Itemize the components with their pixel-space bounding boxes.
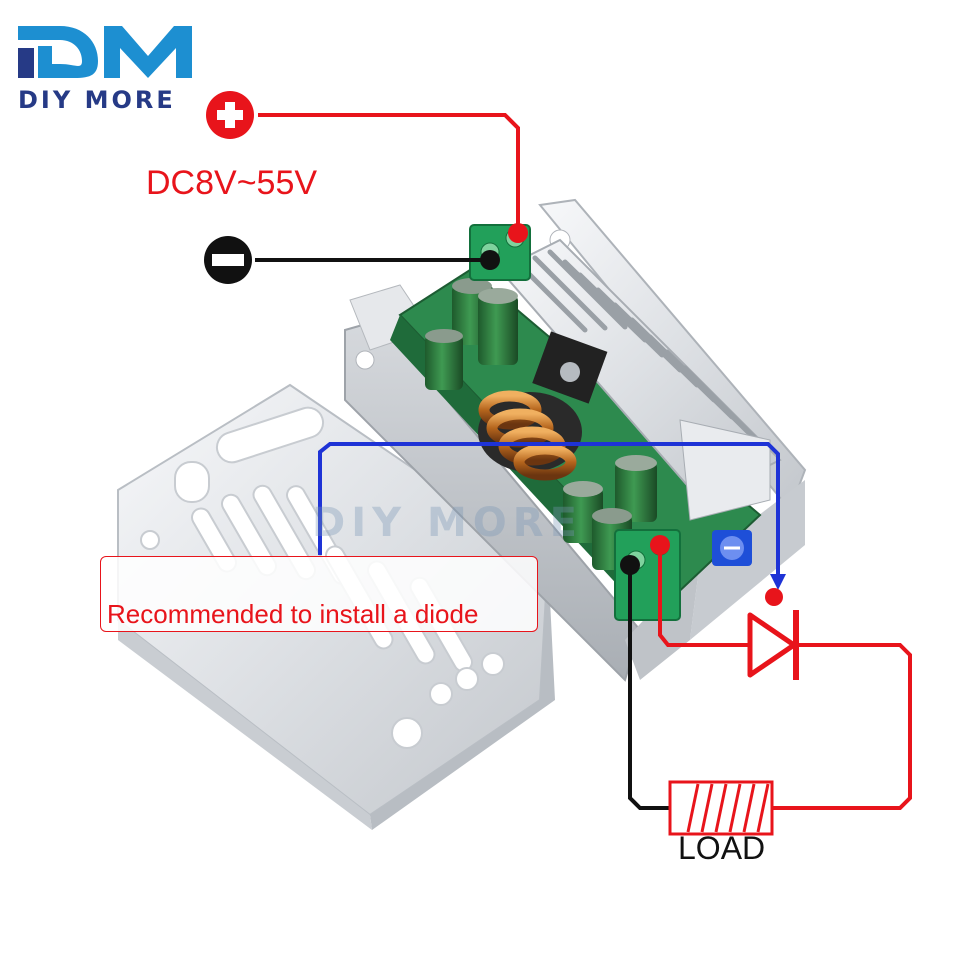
capacitor-input-3 <box>425 329 463 390</box>
output-negative-wire <box>628 565 670 810</box>
load-resistor <box>668 780 774 836</box>
output-positive-point <box>650 535 670 555</box>
positive-supply-wire <box>258 113 520 232</box>
diode-symbol <box>747 610 799 680</box>
output-terminal <box>614 529 681 621</box>
brand-name: DIY MORE <box>18 86 176 114</box>
negative-input-point <box>480 250 500 270</box>
power-transistor <box>532 331 608 404</box>
voltage-range-label: DC8V~55V <box>146 164 318 202</box>
plus-icon <box>206 91 254 139</box>
output-positive-wire <box>658 545 912 810</box>
capacitor-input-2 <box>478 288 518 365</box>
diode-recommendation-box: Recommended to install a diode <box>100 556 538 632</box>
capacitor-output-2 <box>615 455 657 522</box>
watermark-logo: DIY MORE <box>312 500 583 546</box>
diode-anode-point <box>765 588 783 606</box>
sense-arrow <box>770 574 786 590</box>
brand-logo <box>18 26 192 79</box>
diode-recommendation-text: Recommended to install a diode <box>107 599 479 629</box>
output-negative-point <box>620 555 640 575</box>
positive-input-point <box>508 223 528 243</box>
minus-icon <box>204 236 252 284</box>
sense-wire <box>318 442 780 578</box>
trim-potentiometer <box>712 530 752 566</box>
load-label: LOAD <box>678 830 766 866</box>
